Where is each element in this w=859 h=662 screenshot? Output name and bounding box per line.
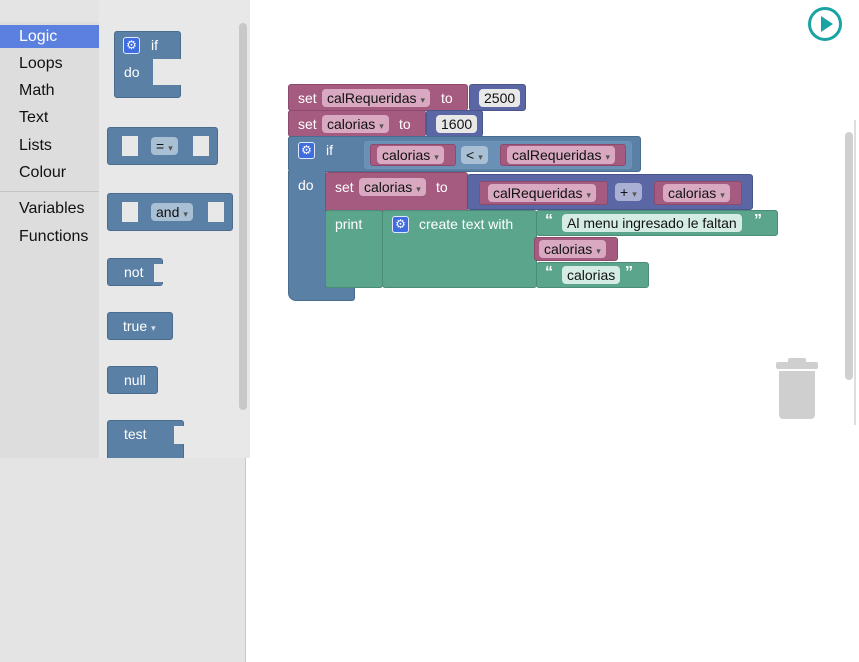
create-text-label: create text with xyxy=(419,216,514,232)
set-calrequeridas-block[interactable]: set calRequeridas▾ to xyxy=(288,84,468,111)
toolbox-category-loops[interactable]: Loops xyxy=(19,55,63,72)
number-block[interactable]: 2500 xyxy=(469,84,526,111)
flyout-null-block[interactable]: null xyxy=(107,366,158,394)
null-label: null xyxy=(124,372,146,388)
text-field[interactable]: calorias xyxy=(562,266,621,284)
flyout-scrollbar[interactable] xyxy=(239,23,247,410)
variable-dropdown[interactable]: calRequeridas▾ xyxy=(322,89,431,107)
number-field[interactable]: 2500 xyxy=(479,89,521,107)
dropdown-caret-icon: ▾ xyxy=(632,189,637,199)
if-block-arm: do xyxy=(288,171,326,288)
if-label: if xyxy=(151,37,158,53)
if-label: if xyxy=(326,142,333,158)
toolbox-separator xyxy=(0,191,99,192)
gear-icon[interactable]: ⚙ xyxy=(298,142,315,159)
compare-op-dropdown[interactable]: =▾ xyxy=(151,137,178,155)
if-block-bottom xyxy=(288,287,355,301)
logic-op-dropdown[interactable]: and▾ xyxy=(151,203,193,221)
workspace-border xyxy=(854,120,856,425)
text-field[interactable]: Al menu ingresado le faltan xyxy=(562,214,742,232)
gear-icon[interactable]: ⚙ xyxy=(392,216,409,233)
toolbox-category-colour[interactable]: Colour xyxy=(19,164,67,181)
gear-icon[interactable]: ⚙ xyxy=(123,37,140,54)
flyout-if-block[interactable]: ⚙ if do xyxy=(114,31,181,98)
close-quote-icon: ” xyxy=(754,212,762,229)
do-label: do xyxy=(124,64,140,80)
not-label: not xyxy=(124,264,144,280)
set-calorias-block[interactable]: set calorias▾ to xyxy=(288,110,426,137)
dropdown-caret-icon: ▾ xyxy=(183,209,188,219)
arithmetic-op-dropdown[interactable]: +▾ xyxy=(615,183,642,201)
to-label: to xyxy=(436,179,448,195)
variable-dropdown[interactable]: calRequeridas▾ xyxy=(488,184,597,202)
toolbox-selected-highlight xyxy=(0,25,99,48)
open-quote-icon: “ xyxy=(545,264,553,281)
variable-dropdown[interactable]: calRequeridas▾ xyxy=(507,146,616,164)
variable-dropdown[interactable]: calorias▾ xyxy=(322,115,389,133)
dropdown-caret-icon: ▾ xyxy=(168,143,173,153)
toolbox-category-functions[interactable]: Functions xyxy=(19,228,89,245)
flyout-and-block[interactable]: and▾ xyxy=(107,193,233,231)
dropdown-caret-icon: ▾ xyxy=(434,152,439,162)
create-text-block[interactable]: ⚙ create text with xyxy=(382,210,537,288)
flyout-compare-block[interactable]: =▾ xyxy=(107,127,218,165)
set-label: set xyxy=(298,90,317,106)
toolbox-category-logic[interactable]: Logic xyxy=(19,28,58,45)
open-quote-icon: “ xyxy=(545,212,553,229)
variable-get-block[interactable]: calRequeridas▾ xyxy=(500,144,626,166)
to-label: to xyxy=(399,116,411,132)
variable-dropdown[interactable]: calorias▾ xyxy=(377,146,444,164)
text-literal-block[interactable]: “ calorias ” xyxy=(536,262,649,288)
flyout-not-block[interactable]: not xyxy=(107,258,164,286)
toolbox-category-variables[interactable]: Variables xyxy=(19,200,85,217)
trash-icon-handle xyxy=(788,358,806,364)
dropdown-caret-icon: ▾ xyxy=(605,152,611,162)
set-label: set xyxy=(335,179,354,195)
toolbox xyxy=(0,22,99,458)
trash-icon[interactable] xyxy=(779,371,815,419)
variable-get-block[interactable]: calorias▾ xyxy=(370,144,456,166)
dropdown-caret-icon: ▾ xyxy=(420,95,426,105)
dropdown-caret-icon: ▾ xyxy=(586,190,592,200)
play-icon xyxy=(821,16,833,32)
variable-get-block[interactable]: calorias▾ xyxy=(534,237,618,261)
toolbox-category-text[interactable]: Text xyxy=(19,109,49,126)
test-label: test xyxy=(124,426,147,442)
toolbox-category-lists[interactable]: Lists xyxy=(19,137,52,154)
dropdown-caret-icon: ▾ xyxy=(379,121,384,131)
dropdown-caret-icon: ▾ xyxy=(151,323,156,333)
text-literal-block[interactable]: “ Al menu ingresado le faltan ” xyxy=(536,210,778,236)
compare-op-dropdown[interactable]: <▾ xyxy=(461,146,488,164)
dropdown-caret-icon: ▾ xyxy=(478,152,483,162)
dropdown-caret-icon: ▾ xyxy=(720,190,725,200)
set-calorias-sum-block[interactable]: set calorias▾ to xyxy=(325,172,468,212)
flyout-true-block[interactable]: true▾ xyxy=(107,312,173,340)
trash-icon-lid[interactable] xyxy=(776,362,818,369)
boolean-dropdown[interactable]: true▾ xyxy=(123,318,156,334)
variable-dropdown[interactable]: calorias▾ xyxy=(539,240,606,258)
flyout-ternary-block[interactable]: test xyxy=(107,420,184,458)
close-quote-icon: ” xyxy=(625,264,633,281)
variable-dropdown[interactable]: calorias▾ xyxy=(663,184,730,202)
run-button[interactable] xyxy=(808,7,842,41)
toolbox-category-math[interactable]: Math xyxy=(19,82,55,99)
compare-block[interactable]: calorias▾ <▾ calRequeridas▾ xyxy=(364,141,632,169)
print-label: print xyxy=(335,216,363,232)
to-label: to xyxy=(441,90,453,106)
variable-get-block[interactable]: calorias▾ xyxy=(654,181,742,205)
variable-dropdown[interactable]: calorias▾ xyxy=(359,178,426,196)
dropdown-caret-icon: ▾ xyxy=(416,184,421,194)
variable-get-block[interactable]: calRequeridas▾ xyxy=(479,181,608,205)
number-block[interactable]: 1600 xyxy=(426,110,483,137)
do-label: do xyxy=(298,177,314,193)
workspace-scrollbar[interactable] xyxy=(845,132,853,380)
dropdown-caret-icon: ▾ xyxy=(596,246,601,256)
print-block[interactable]: print xyxy=(325,210,383,288)
set-label: set xyxy=(298,116,317,132)
arithmetic-block[interactable]: calRequeridas▾ +▾ calorias▾ xyxy=(467,174,753,210)
number-field[interactable]: 1600 xyxy=(436,115,478,133)
